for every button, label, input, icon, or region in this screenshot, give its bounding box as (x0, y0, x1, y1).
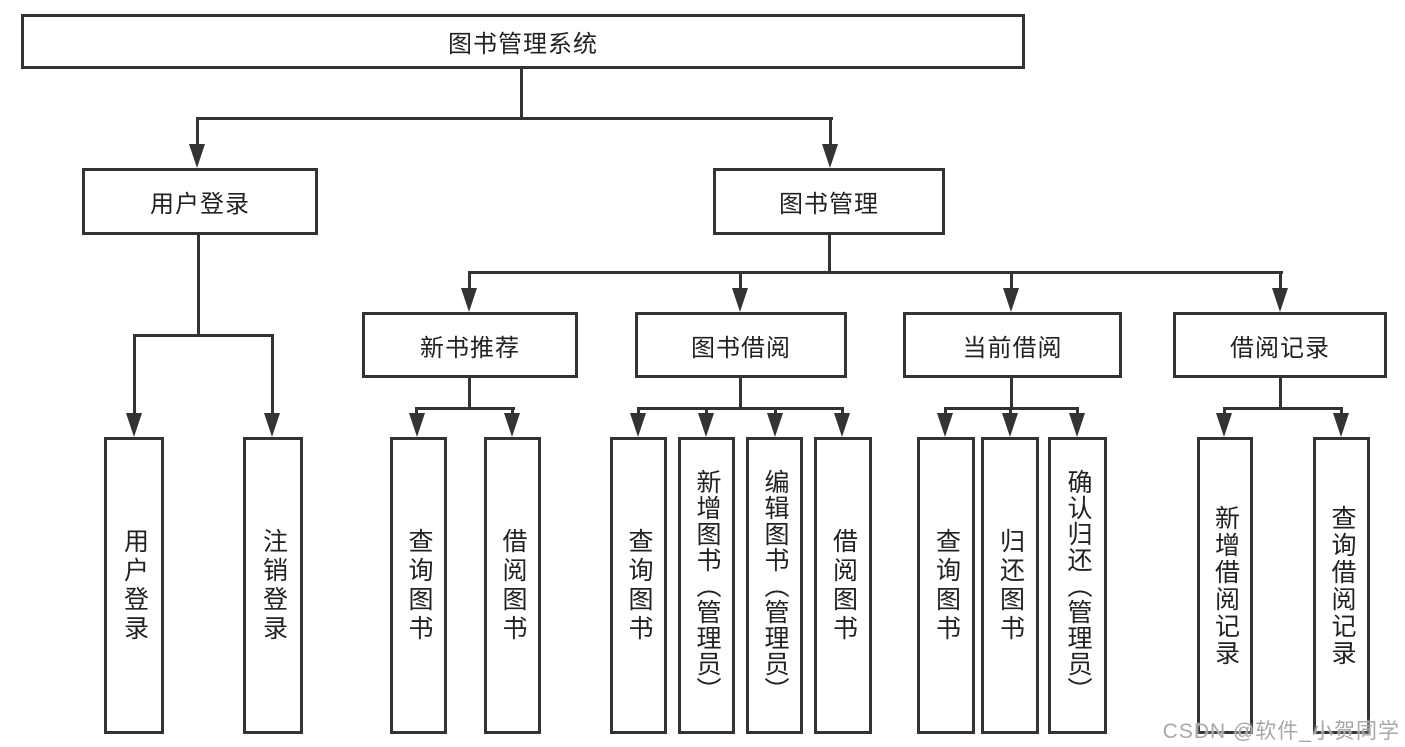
leaf-query-books-current-label: 查询图书 (932, 527, 961, 644)
arrow-leaf-borrow-books-recommend (504, 413, 520, 437)
leaf-borrow-books-recommend-label: 借阅图书 (499, 527, 527, 644)
arrow-leaf-query-books-borrow (630, 413, 646, 437)
connector-drop-b1 (637, 408, 640, 417)
arrow-user-login (189, 144, 205, 168)
connector-drop-c3 (1076, 408, 1079, 417)
node-borrow-records: 借阅记录 (1173, 312, 1387, 378)
connector-bookborrow-hbar (637, 407, 844, 410)
leaf-query-books-recommend: 查询图书 (390, 437, 447, 734)
leaf-query-books-recommend-label: 查询图书 (405, 527, 433, 644)
leaf-edit-book-admin: 编辑图书（管理员） (746, 437, 803, 734)
arrow-leaf-logout (264, 413, 280, 437)
node-current-borrow-label: 当前借阅 (962, 334, 1063, 362)
node-borrow-records-label: 借阅记录 (1230, 334, 1330, 362)
arrow-leaf-edit-book-admin (767, 413, 783, 437)
connector-drop-b2 (705, 408, 708, 417)
connector-bookmgmt-trunk (828, 235, 831, 274)
leaf-add-borrow-record: 新增借阅记录 (1197, 437, 1253, 734)
leaf-borrow-books-borrow: 借阅图书 (814, 437, 872, 734)
leaf-confirm-return-admin-label: 确认归还（管理员） (1064, 468, 1092, 703)
arrow-leaf-query-books-recommend (409, 413, 425, 437)
leaf-logout-label: 注销登录 (259, 527, 288, 644)
connector-drop-d1 (1223, 408, 1226, 417)
connector-borrowrecords-trunk (1279, 378, 1282, 410)
connector-bookmgmt-hbar (468, 271, 1283, 274)
connector-drop-b4 (841, 408, 844, 417)
connector-drop-leaf-logout (271, 335, 274, 415)
connector-drop-recommend (468, 272, 471, 290)
node-user-login: 用户登录 (82, 168, 318, 235)
connector-drop-c1 (944, 408, 947, 417)
leaf-query-books-borrow: 查询图书 (610, 437, 667, 734)
arrow-leaf-query-books-current (937, 413, 953, 437)
leaf-logout: 注销登录 (243, 437, 303, 734)
leaf-query-borrow-record: 查询借阅记录 (1313, 437, 1370, 734)
connector-drop-d2 (1340, 408, 1343, 417)
node-book-management: 图书管理 (713, 168, 945, 235)
node-book-borrow-label: 图书借阅 (691, 334, 791, 362)
connector-userlogin-trunk (197, 235, 200, 336)
watermark: CSDN @软件_小贺同学 (1162, 720, 1400, 743)
arrow-book-management (822, 144, 838, 168)
leaf-add-borrow-record-label: 新增借阅记录 (1211, 504, 1240, 667)
arrow-bookborrow (732, 288, 748, 312)
leaf-confirm-return-admin: 确认归还（管理员） (1048, 437, 1107, 734)
leaf-query-books-borrow-label: 查询图书 (625, 527, 653, 644)
arrow-borrowrecords (1272, 288, 1288, 312)
arrow-leaf-confirm-return-admin (1069, 413, 1085, 437)
connector-drop-a1 (415, 408, 418, 417)
connector-drop-user-login (196, 118, 199, 150)
connector-recommend-hbar (415, 407, 515, 410)
connector-drop-a2 (511, 408, 514, 417)
connector-userlogin-hbar (133, 334, 274, 337)
leaf-add-book-admin: 新增图书（管理员） (678, 437, 735, 734)
connector-drop-leaf-user-login (133, 335, 136, 415)
leaf-query-books-current: 查询图书 (917, 437, 975, 734)
leaf-return-book-label: 归还图书 (996, 527, 1025, 644)
arrow-leaf-borrow-books-borrow (834, 413, 850, 437)
node-current-borrow: 当前借阅 (903, 312, 1122, 378)
node-book-borrow: 图书借阅 (635, 312, 847, 378)
connector-drop-book-management (829, 118, 832, 150)
connector-root-hbar (196, 117, 833, 120)
node-new-book-recommend-label: 新书推荐 (420, 334, 520, 362)
connector-root-trunk (520, 68, 523, 119)
connector-drop-currentborrow (1010, 272, 1013, 290)
leaf-query-borrow-record-label: 查询借阅记录 (1328, 504, 1356, 667)
arrow-leaf-query-borrow-record (1333, 413, 1349, 437)
arrow-leaf-return-book (1002, 413, 1018, 437)
connector-currentborrow-trunk (1010, 378, 1013, 410)
arrow-leaf-add-borrow-record (1216, 413, 1232, 437)
leaf-add-book-admin-label: 新增图书（管理员） (693, 468, 721, 703)
arrow-leaf-user-login (126, 413, 142, 437)
leaf-return-book: 归还图书 (981, 437, 1039, 734)
connector-drop-c2 (1009, 408, 1012, 417)
arrow-currentborrow (1003, 288, 1019, 312)
connector-drop-b3 (774, 408, 777, 417)
node-new-book-recommend: 新书推荐 (362, 312, 578, 378)
node-root: 图书管理系统 (21, 14, 1025, 69)
node-user-login-label: 用户登录 (150, 191, 250, 218)
node-book-management-label: 图书管理 (779, 191, 879, 218)
arrow-recommend (461, 288, 477, 312)
node-root-label: 图书管理系统 (448, 31, 598, 58)
arrow-leaf-add-book-admin (698, 413, 714, 437)
connector-recommend-trunk (468, 378, 471, 410)
connector-bookborrow-trunk (739, 378, 742, 410)
connector-borrowrecords-hbar (1223, 407, 1343, 410)
connector-drop-borrowrecords (1279, 272, 1282, 290)
leaf-user-login-label: 用户登录 (120, 527, 149, 644)
leaf-user-login: 用户登录 (104, 437, 164, 734)
leaf-edit-book-admin-label: 编辑图书（管理员） (761, 468, 789, 703)
leaf-borrow-books-recommend: 借阅图书 (484, 437, 541, 734)
connector-drop-bookborrow (739, 272, 742, 290)
leaf-borrow-books-borrow-label: 借阅图书 (829, 527, 858, 644)
